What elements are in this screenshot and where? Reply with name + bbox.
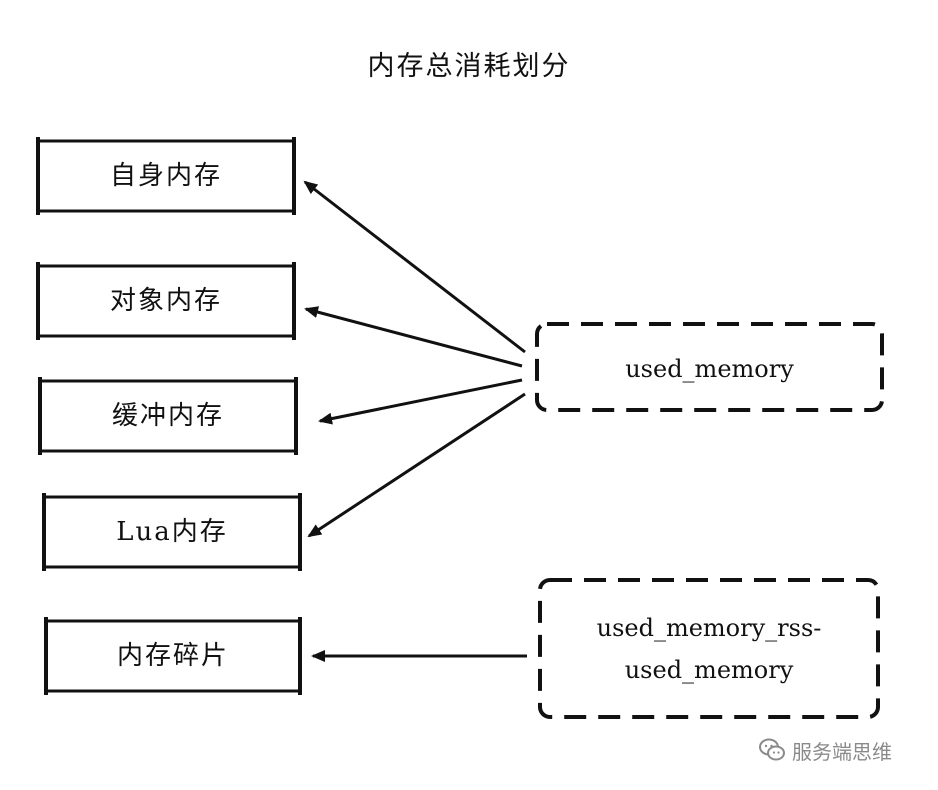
target-label-self: 自身内存 bbox=[109, 161, 222, 191]
target-box-buffer bbox=[38, 377, 298, 455]
wechat-icon bbox=[759, 738, 785, 761]
diagram-title: 内存总消耗划分 bbox=[367, 51, 571, 82]
source-label-rss-line2: used_memory bbox=[624, 656, 794, 684]
source-box-used-memory bbox=[535, 322, 884, 412]
target-box-self bbox=[36, 137, 296, 215]
source-label-used-memory: used_memory bbox=[625, 355, 794, 383]
target-label-fragment: 内存碎片 bbox=[116, 641, 229, 671]
target-box-fragment bbox=[44, 617, 302, 695]
target-label-object: 对象内存 bbox=[109, 286, 222, 316]
arrow-used-memory-to-buffer bbox=[318, 378, 523, 425]
target-box-lua bbox=[42, 493, 302, 571]
watermark-text: 服务端思维 bbox=[792, 739, 892, 764]
source-box-rss-minus-used bbox=[538, 578, 880, 719]
arrow-used-memory-to-lua bbox=[307, 392, 526, 538]
target-label-lua: Lua内存 bbox=[116, 517, 228, 547]
source-label-rss-line1: used_memory_rss- bbox=[596, 614, 822, 642]
target-box-object bbox=[36, 262, 296, 340]
arrow-used-memory-to-self bbox=[303, 180, 526, 354]
target-label-buffer: 缓冲内存 bbox=[111, 401, 224, 431]
watermark: 服务端思维 bbox=[758, 735, 892, 765]
arrow-used-memory-to-object bbox=[304, 306, 523, 368]
